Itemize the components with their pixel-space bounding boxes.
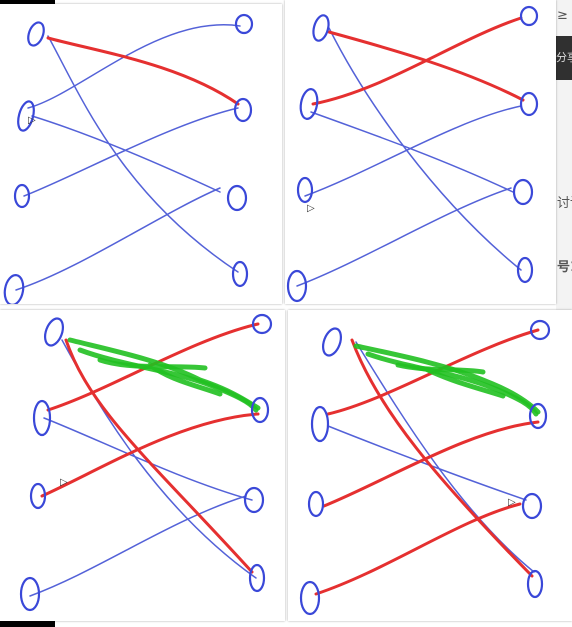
edge-red xyxy=(311,16,523,106)
node-right-2 xyxy=(233,97,253,123)
edge-blue xyxy=(47,35,239,273)
node-left-4 xyxy=(286,269,308,303)
node-left-1 xyxy=(321,327,343,357)
mouse-cursor-icon: ▷ xyxy=(28,115,36,126)
edge-blue xyxy=(27,24,241,109)
side-dark-button[interactable]: 分享 xyxy=(556,36,572,80)
node-left-2 xyxy=(32,399,52,437)
edge-blue xyxy=(328,27,522,271)
node-left-2 xyxy=(299,88,319,120)
side-text-bottom: 号1 xyxy=(557,260,572,275)
edge-red xyxy=(350,338,534,578)
edge-red xyxy=(314,502,522,596)
edge-blue xyxy=(15,187,221,291)
edge-blue xyxy=(304,105,522,197)
side-text-top: ≥ xyxy=(557,8,568,23)
node-right-4 xyxy=(516,256,534,284)
node-right-1 xyxy=(529,319,551,341)
node-right-2 xyxy=(250,396,270,424)
node-left-4 xyxy=(299,580,321,616)
green-highlight-mark xyxy=(77,347,259,413)
node-right-1 xyxy=(251,313,273,335)
node-left-2 xyxy=(17,100,35,132)
node-right-4 xyxy=(248,563,266,593)
node-left-1 xyxy=(27,21,45,47)
panel-4-graph xyxy=(299,319,551,616)
mouse-cursor-icon: ▷ xyxy=(508,497,516,508)
edge-blue xyxy=(296,187,512,287)
green-highlight-mark xyxy=(395,362,506,399)
edge-blue xyxy=(61,339,257,579)
panel-1-graph xyxy=(3,13,254,304)
panel-3-graph xyxy=(19,313,273,612)
node-right-1 xyxy=(519,5,539,27)
green-highlight-mark xyxy=(97,357,223,397)
edge-red xyxy=(322,420,540,508)
edge-blue xyxy=(43,417,253,501)
panel-4: ▷ xyxy=(288,310,572,621)
node-left-2 xyxy=(310,405,330,443)
side-dark-label: 分享 xyxy=(556,51,572,64)
edge-red xyxy=(40,412,260,498)
node-right-3 xyxy=(226,184,248,212)
panel-1: ▷ xyxy=(0,4,282,304)
black-bar-bottom xyxy=(0,621,55,627)
side-text-mid: 讨论 xyxy=(557,196,572,211)
edge-blue xyxy=(355,341,535,573)
node-left-3 xyxy=(13,183,31,209)
node-right-3 xyxy=(521,492,543,520)
node-left-1 xyxy=(43,317,65,347)
edge-blue xyxy=(23,107,239,197)
panel-3: ▷ xyxy=(0,310,285,621)
panel-2: ▷ xyxy=(285,0,556,304)
edge-blue xyxy=(29,495,247,597)
node-right-2 xyxy=(528,402,548,430)
mouse-cursor-icon: ▷ xyxy=(307,203,315,214)
node-left-3 xyxy=(29,482,47,510)
node-right-3 xyxy=(512,178,534,206)
node-right-4 xyxy=(231,260,249,288)
edge-red xyxy=(46,36,240,106)
node-left-1 xyxy=(312,14,330,42)
node-left-4 xyxy=(3,274,25,304)
edge-red xyxy=(326,328,540,416)
node-right-2 xyxy=(519,91,539,117)
edge-red xyxy=(327,30,525,102)
panel-2-graph xyxy=(286,5,539,303)
edge-red xyxy=(64,338,254,574)
node-right-4 xyxy=(526,569,544,599)
node-right-3 xyxy=(243,486,265,514)
mouse-cursor-icon: ▷ xyxy=(60,477,68,488)
node-left-4 xyxy=(19,576,41,612)
node-left-3 xyxy=(307,490,325,518)
edge-blue xyxy=(310,111,514,193)
node-right-1 xyxy=(234,13,254,35)
node-left-3 xyxy=(296,176,314,204)
